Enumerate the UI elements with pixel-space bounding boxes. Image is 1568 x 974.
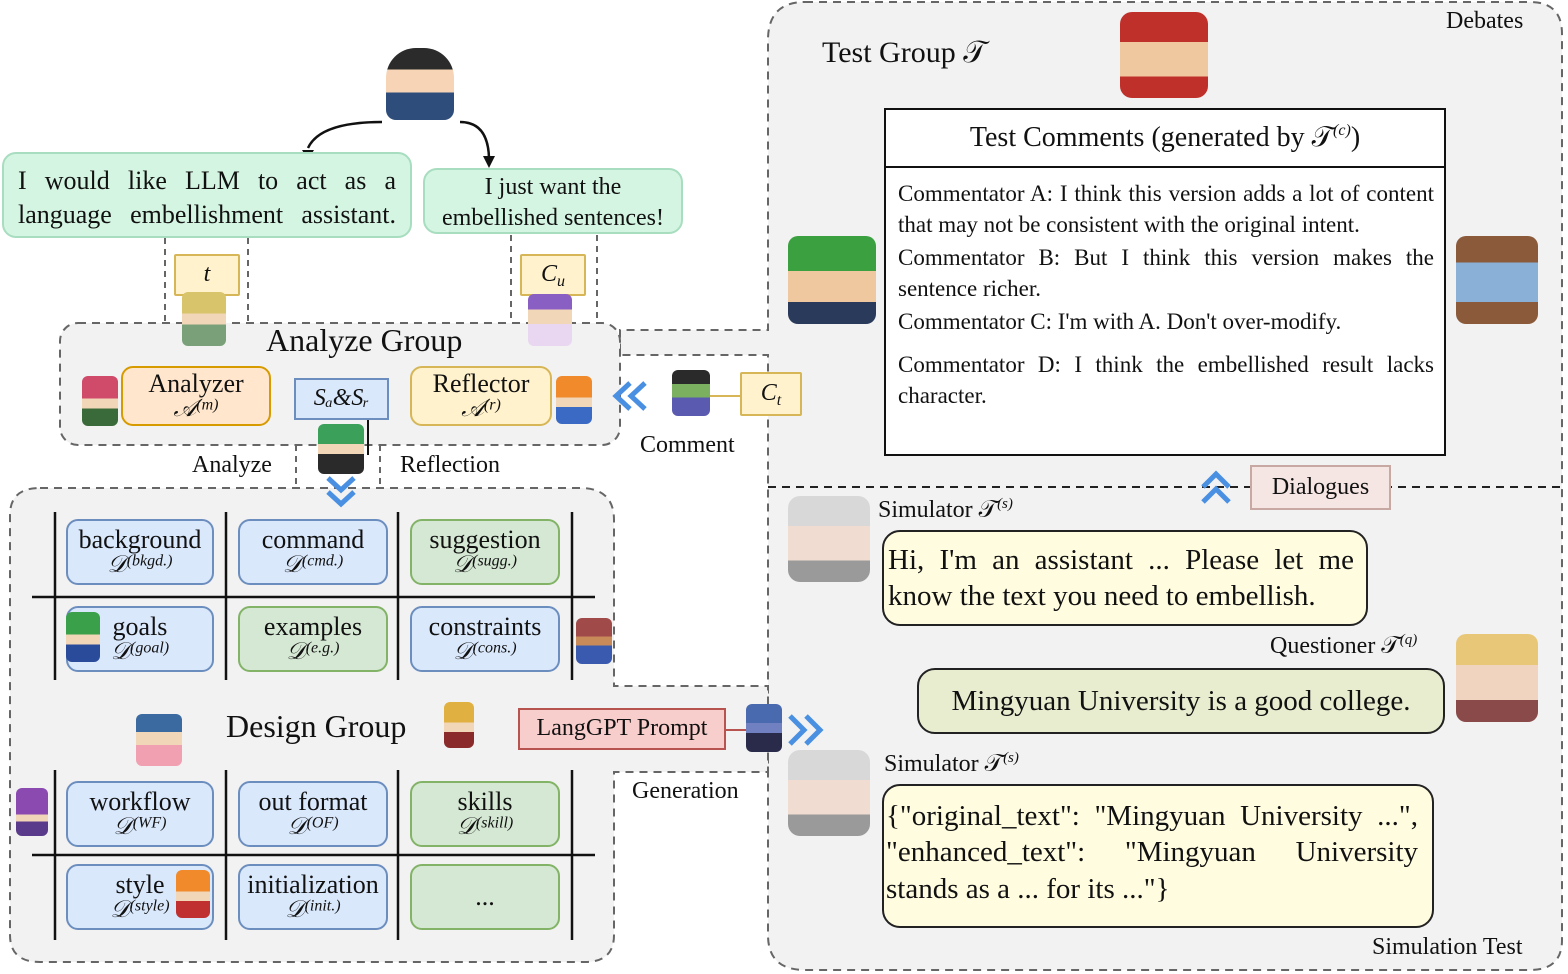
- test-comments-header: Test Comments (generated by 𝒯(c)): [886, 110, 1444, 168]
- speech-role-text: I would like LLM to act as a language em…: [18, 166, 396, 229]
- chevron-right-icon: [788, 714, 824, 746]
- character-sprite: [182, 292, 226, 346]
- reflector-box: Reflector 𝒜(r): [410, 366, 552, 426]
- design-cell-command: command 𝒟(cmd.): [238, 519, 388, 585]
- design-cell-out-format: out format 𝒟(OF): [238, 781, 388, 847]
- analyze-edge-label: Analyze: [192, 452, 272, 478]
- design-cell-suggestion: suggestion 𝒟(sugg.): [410, 519, 560, 585]
- design-group-title: Design Group: [226, 708, 407, 744]
- user-arrow-left: [306, 120, 383, 149]
- langgpt-prompt-box: LangGPT Prompt: [518, 708, 726, 750]
- generation-edge-label: Generation: [632, 778, 739, 804]
- t-note: t: [174, 254, 240, 296]
- design-cell-skills: skills 𝒟(skill): [410, 781, 560, 847]
- questioner-avatar: [1456, 634, 1538, 722]
- test-comments-box: Test Comments (generated by 𝒯(c)) Commen…: [884, 108, 1446, 456]
- design-cell-more: ...: [410, 864, 560, 930]
- comment-c: Commentator C: I'm with A. Don't over-mo…: [898, 309, 1342, 334]
- speech-bubble-role: I would like LLM to act as a language em…: [2, 152, 412, 238]
- reflection-edge-label: Reflection: [400, 452, 500, 478]
- character-sprite: [16, 788, 48, 836]
- test-group-title: Test Group 𝒯: [822, 36, 987, 69]
- character-sprite: [444, 702, 474, 748]
- simulation-test-label: Simulation Test: [1372, 934, 1523, 960]
- design-cell-examples: examples 𝒟(e.g.): [238, 606, 388, 672]
- simulator-avatar: [788, 750, 870, 836]
- chevron-down-icon: [326, 476, 356, 508]
- speech-constraint-text: I just want the embellished sentences!: [442, 174, 664, 232]
- simulator-message-2: {"original_text": "Mingyuan University .…: [882, 784, 1434, 928]
- debates-label: Debates: [1446, 8, 1524, 34]
- design-cell-background: background 𝒟(bkgd.): [66, 519, 214, 585]
- questioner-message: Mingyuan University is a good college.: [917, 668, 1445, 734]
- character-sprite: [176, 870, 210, 918]
- chevron-up-icon: [1201, 470, 1231, 504]
- character-sprite: [556, 376, 592, 424]
- simulator-label-2: Simulator 𝒯(s): [884, 750, 1019, 777]
- commentator-avatar: [788, 236, 876, 324]
- design-cell-constraints: constraints 𝒟(cons.): [410, 606, 560, 672]
- design-cell-initialization: initialization 𝒟(init.): [238, 864, 388, 930]
- dialogues-box: Dialogues: [1250, 465, 1391, 510]
- analyze-group-title: Analyze Group: [266, 322, 463, 358]
- character-sprite: [82, 376, 118, 426]
- questioner-label: Questioner 𝒯(q): [1270, 632, 1418, 659]
- simulator-label: Simulator 𝒯(s): [878, 496, 1013, 523]
- design-cell-workflow: workflow 𝒟(WF): [66, 781, 214, 847]
- character-sprite: [318, 424, 364, 474]
- chevron-left-icon: [612, 381, 647, 411]
- comment-edge-label: Comment: [640, 432, 735, 458]
- speech-bubble-constraint: I just want the embellished sentences!: [423, 168, 683, 234]
- comment-d: Commentator D: I think the embellished r…: [898, 352, 1434, 408]
- comment-a: Commentator A: I think this version adds…: [898, 181, 1434, 237]
- user-avatar: [386, 48, 454, 120]
- character-sprite: [66, 612, 100, 662]
- comment-b: Commentator B: But I think this version …: [898, 245, 1434, 301]
- character-sprite: [746, 704, 782, 752]
- tester-avatar: [1120, 12, 1208, 98]
- character-sprite: [576, 618, 612, 664]
- state-box: Sₐ&Sᵣ: [294, 378, 389, 420]
- character-sprite: [672, 370, 710, 416]
- simulator-avatar: [788, 496, 870, 582]
- user-arrow-right: [459, 120, 491, 159]
- simulator-message-1: Hi, I'm an assistant ... Please let me k…: [882, 530, 1368, 626]
- character-sprite: [528, 294, 572, 346]
- character-sprite: [136, 714, 182, 766]
- commentator-avatar: [1456, 236, 1538, 324]
- analyzer-box: Analyzer 𝒜(m): [121, 366, 271, 426]
